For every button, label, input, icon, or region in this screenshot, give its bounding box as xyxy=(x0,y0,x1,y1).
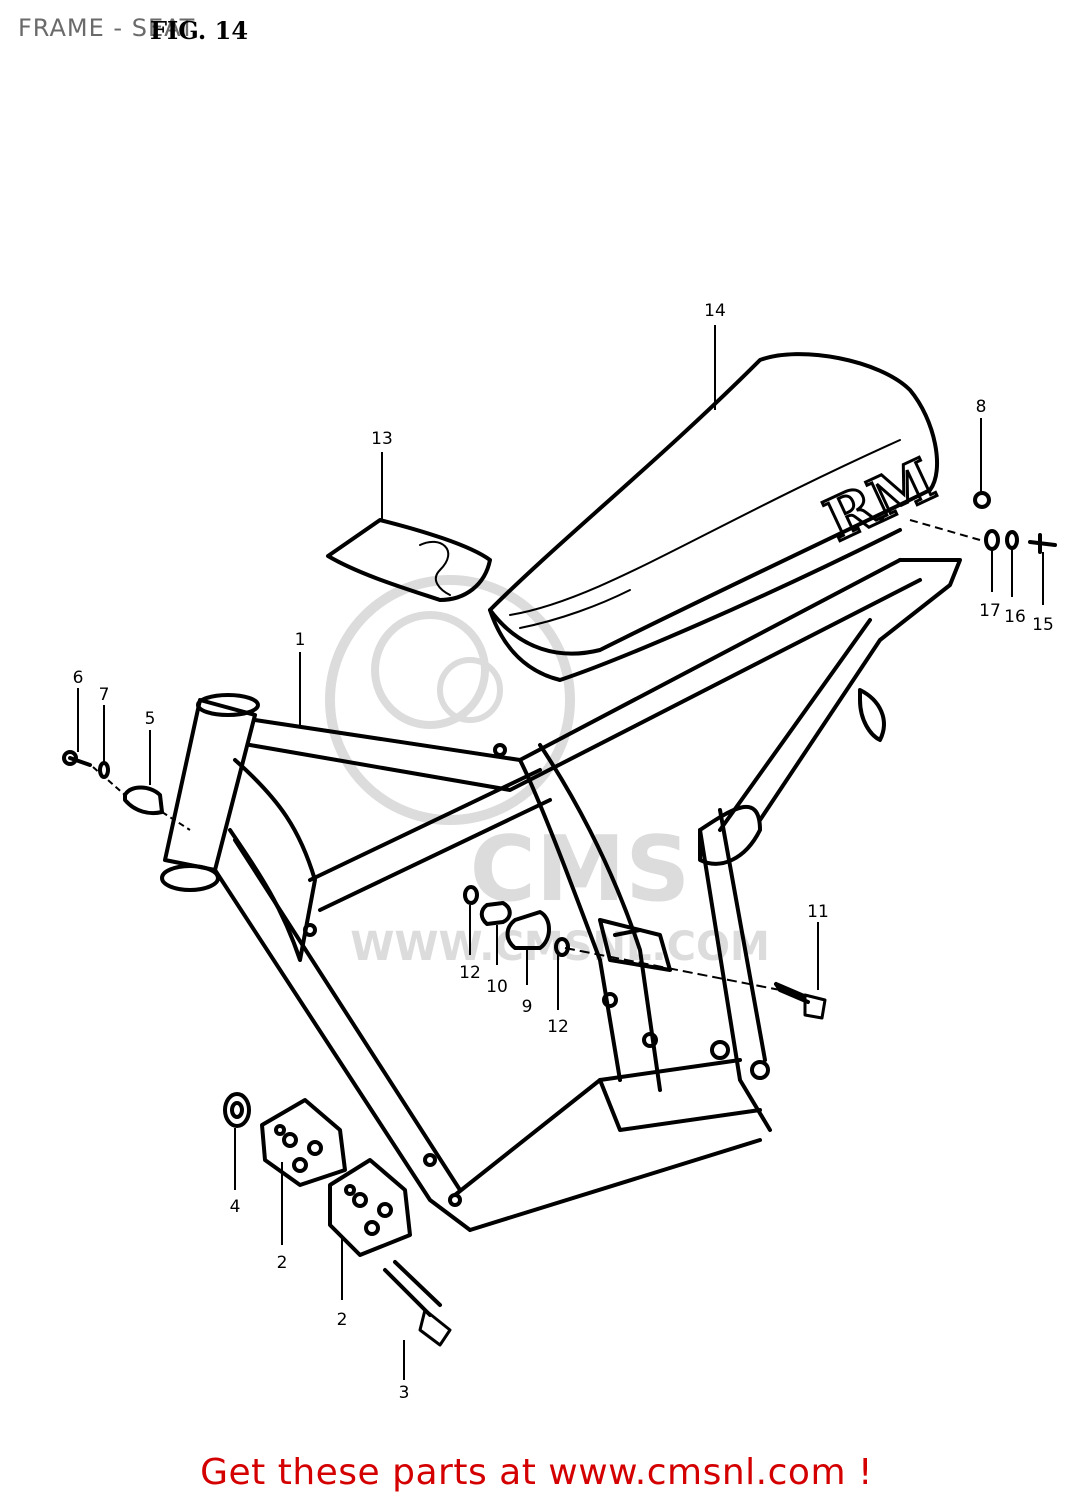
rear-nut-part xyxy=(973,491,991,509)
page-title: FRAME - SEAT xyxy=(18,14,196,42)
mount-bolt-part xyxy=(774,982,827,1020)
rear-washer-part xyxy=(1005,530,1019,550)
callout-8: 8 xyxy=(976,397,987,417)
washer-12a-part xyxy=(463,885,479,905)
small-bolt-part xyxy=(62,750,92,767)
seat-cover-part xyxy=(326,518,492,602)
callout-16: 16 xyxy=(1004,607,1026,627)
spacer-part xyxy=(223,1092,251,1128)
callout-4: 4 xyxy=(230,1197,241,1217)
rear-grommet-part xyxy=(984,529,1000,551)
callout-labels: 1 2 2 2 3 4 5 6 7 8 9 10 11 12 12 13 14 … xyxy=(73,301,1054,1403)
callout-7: 7 xyxy=(99,685,110,705)
callout-12b: 12 xyxy=(547,1017,569,1037)
bolt-part xyxy=(383,1260,452,1347)
callout-15: 15 xyxy=(1032,615,1054,635)
figure-number: FIG. 14 xyxy=(150,16,249,45)
leader-lines xyxy=(77,325,1044,1380)
callout-6: 6 xyxy=(73,668,84,688)
callout-13: 13 xyxy=(371,429,393,449)
callout-11: 11 xyxy=(807,902,829,922)
callout-2a: 2 xyxy=(277,1253,288,1273)
callout-12a: 12 xyxy=(459,963,481,983)
frame-part xyxy=(160,558,962,1232)
callout-10: 10 xyxy=(486,977,508,997)
watermark-url: WWW.CMSNL.COM xyxy=(350,924,770,970)
engine-plate-part-2 xyxy=(328,1158,412,1257)
callout-17: 17 xyxy=(979,601,1001,621)
clamp-part xyxy=(123,785,164,816)
washer-12b-part xyxy=(554,937,570,957)
callout-5: 5 xyxy=(145,709,156,729)
callout-14: 14 xyxy=(704,301,726,321)
callout-2b: 2 xyxy=(337,1310,348,1330)
seat-part xyxy=(488,352,939,682)
callout-3: 3 xyxy=(399,1383,410,1403)
parts-link[interactable]: Get these parts at www.cmsnl.com ! xyxy=(200,1452,873,1493)
rear-bolt-part xyxy=(1028,533,1057,554)
collar-part xyxy=(479,901,512,926)
callout-9: 9 xyxy=(522,997,533,1017)
parts-diagram: CMS WWW.CMSNL.COM xyxy=(62,301,1057,1403)
callout-1: 1 xyxy=(295,630,306,650)
bushing-large-part xyxy=(505,910,551,950)
watermark-logo: CMS WWW.CMSNL.COM xyxy=(325,575,770,970)
engine-plate-part xyxy=(260,1098,347,1187)
